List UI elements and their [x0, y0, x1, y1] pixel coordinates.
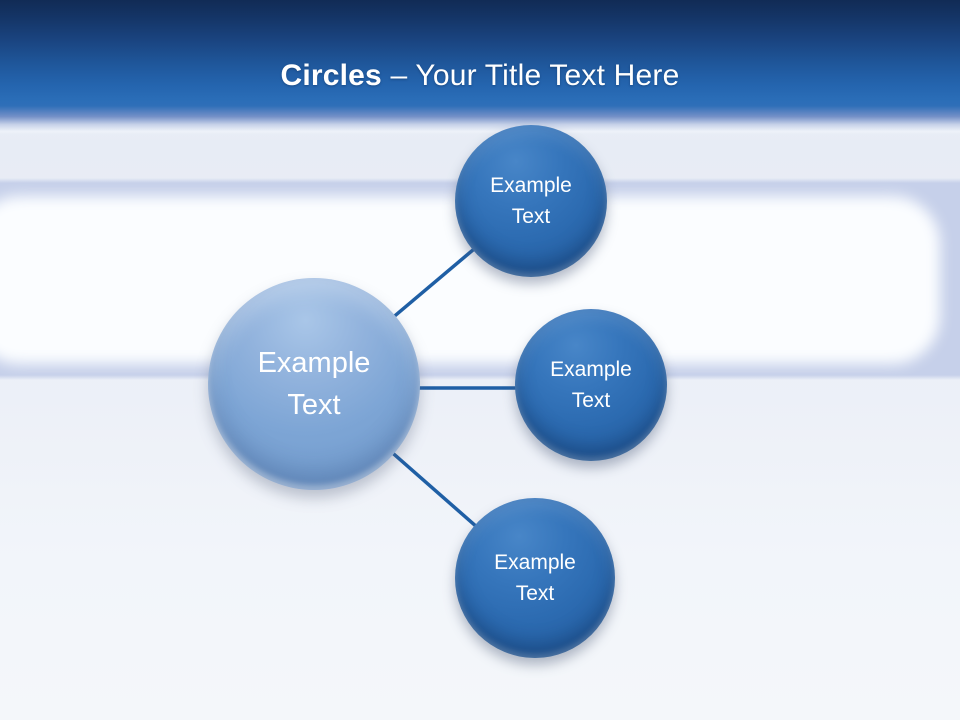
slide-title-rest: – Your Title Text Here: [390, 59, 680, 92]
hub-label: Example Text: [257, 346, 371, 421]
slide-title: Circles – Your Title Text Here: [0, 61, 960, 91]
spoke-label-middle: Example Text: [550, 357, 632, 413]
slide-title-emphasis: Circles: [280, 59, 382, 92]
title-banner: [0, 0, 960, 134]
spoke-label-bottom: Example Text: [494, 550, 576, 606]
spoke-circle-middle: Example Text: [515, 309, 667, 461]
spoke-circle-top: Example Text: [455, 125, 607, 277]
spoke-label-top: Example Text: [490, 173, 572, 229]
hub-circle: Example Text: [208, 278, 420, 490]
spoke-circle-bottom: Example Text: [455, 498, 615, 658]
